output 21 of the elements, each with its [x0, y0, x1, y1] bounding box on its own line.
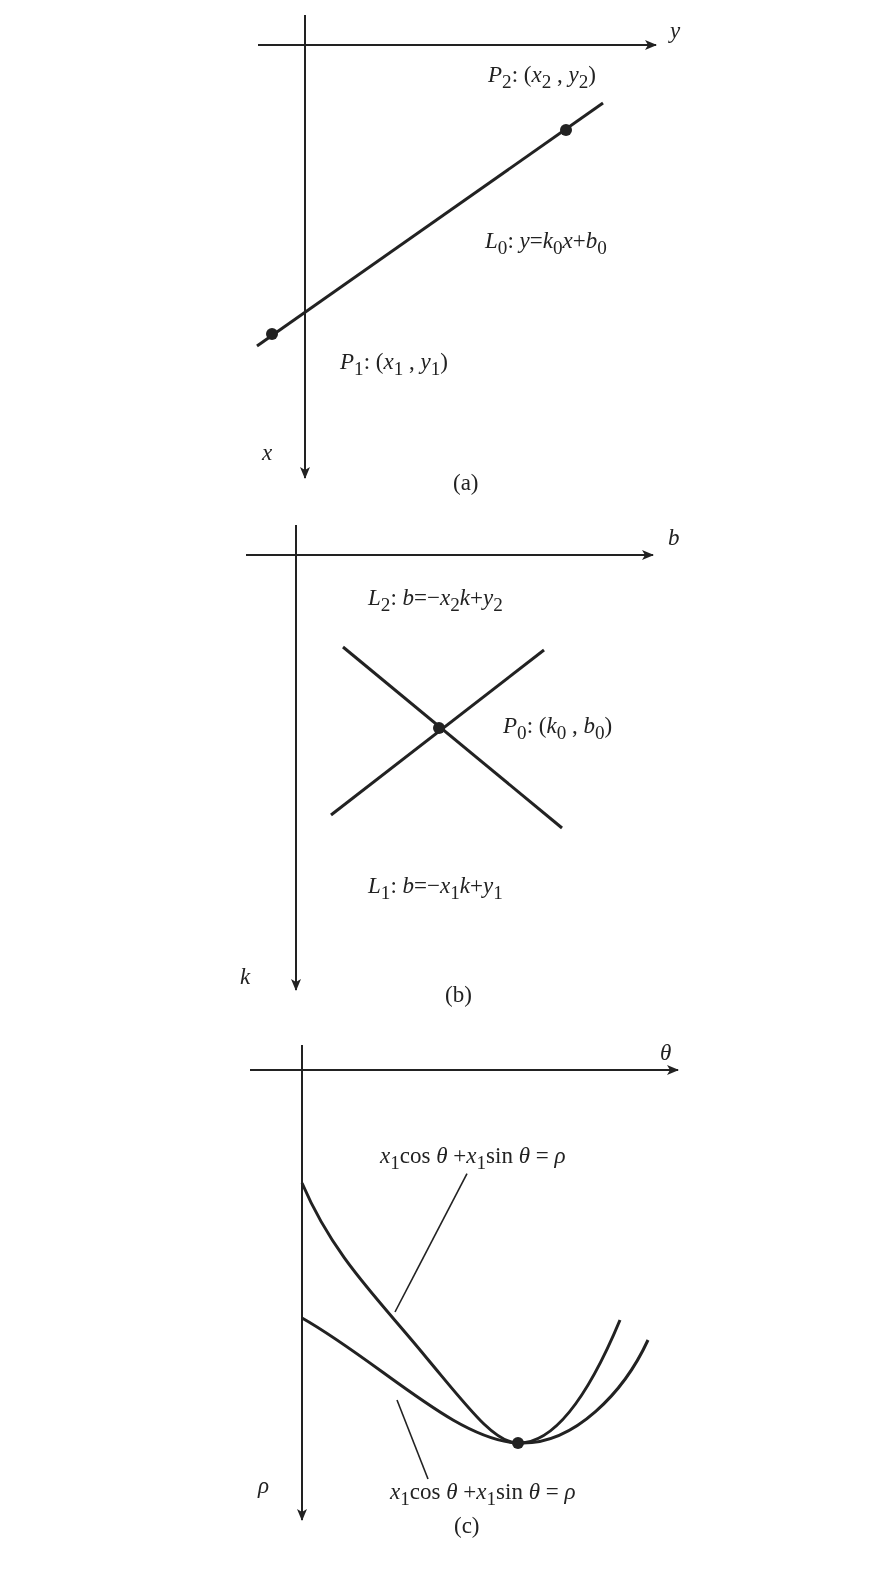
panel-label: (b) — [445, 982, 472, 1009]
leader-line — [394, 1172, 468, 1313]
equation-label: L$_{0}$: y=k$_{0}$x+b$_{0}$ — [485, 228, 607, 259]
equation-label: x$_{1}$cos θ +x$_{1}$sin θ = ρ — [390, 1479, 576, 1510]
axis-label: b — [668, 525, 680, 552]
equation-label: L$_{1}$: b=−x$_{1}$k+y$_{1}$ — [368, 873, 503, 904]
axis-label: θ — [660, 1040, 672, 1067]
point-label: P$_{1}$: (x$_{1}$ , y$_{1}$) — [340, 349, 448, 380]
equation-label: x$_{1}$cos θ +x$_{1}$sin θ = ρ — [380, 1143, 566, 1174]
curve — [300, 1182, 622, 1445]
leader-line — [396, 1399, 429, 1480]
point-label: P$_{0}$: (k$_{0}$ , b$_{0}$) — [503, 713, 613, 744]
axis-label: k — [240, 964, 251, 991]
point-label: P$_{2}$: (x$_{2}$ , y$_{2}$) — [488, 62, 596, 93]
equation-label: L$_{2}$: b=−x$_{2}$k+y$_{2}$ — [368, 585, 503, 616]
panel-label: (a) — [453, 470, 479, 497]
axis-label: ρ — [258, 1473, 270, 1500]
axis-label: x — [262, 440, 273, 467]
curve — [301, 1316, 650, 1445]
axis-label: y — [670, 18, 681, 45]
panel-label: (c) — [454, 1513, 480, 1540]
